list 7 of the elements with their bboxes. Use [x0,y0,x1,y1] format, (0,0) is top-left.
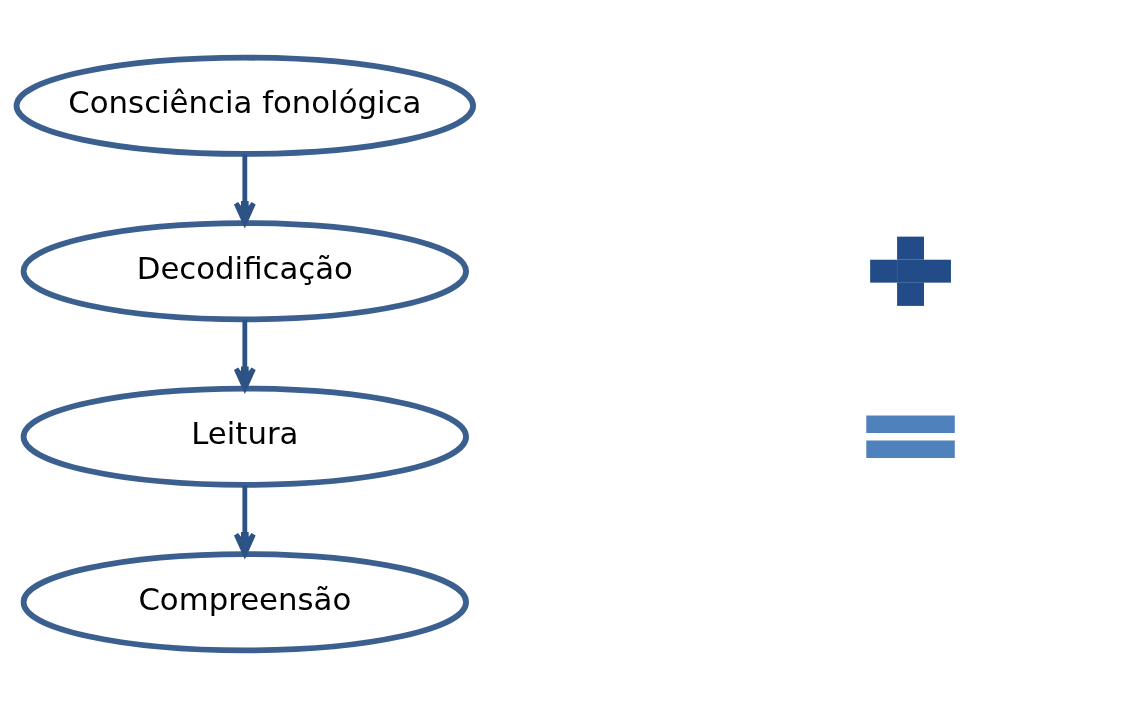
arrow [233,319,256,391]
node-ellipse: Leitura [20,385,469,488]
arrow [233,485,256,557]
node-ellipse: Compreensão [20,551,469,654]
node-ellipse: Decodificação [20,220,469,323]
arrow [233,154,256,226]
node-ellipse: Consciência fonológica [13,54,476,157]
